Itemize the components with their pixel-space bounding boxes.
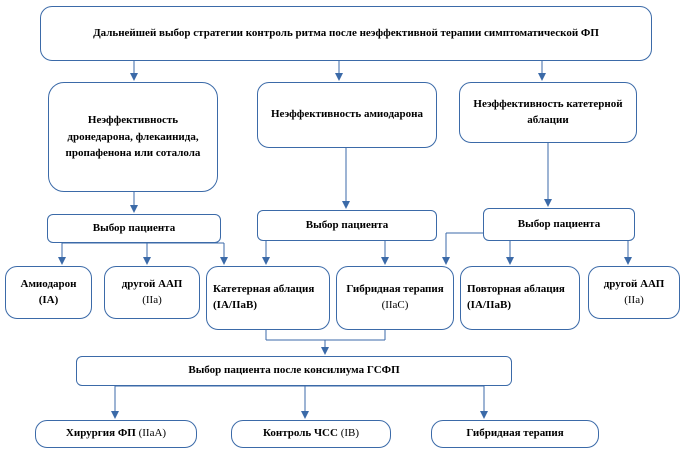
rate-control-text: Контроль ЧСС (IB)	[262, 427, 360, 440]
ineffective-amiodarone-box: Неэффективность амиодарона	[257, 82, 437, 148]
ineffective-class-ic-iii-box: Неэффективность дронедарона, флекаинида,…	[48, 82, 218, 192]
council-choice-box: Выбор пациента после консилиума ГСФП	[76, 356, 512, 386]
surgery-text: Хирургия ФП (IIaA)	[65, 427, 167, 440]
patient-choice-box-1: Выбор пациента	[47, 214, 221, 243]
top-strategy-box: Дальнейшей выбор стратегии контроль ритм…	[40, 6, 652, 61]
repeat-ablation-box: Повторная аблация (IA/IIaB)	[460, 266, 580, 330]
ineffective-amiodarone-text: Неэффективность амиодарона	[271, 108, 423, 121]
ineffective-ablation-box: Неэффективность катетерной аблации	[459, 82, 637, 143]
amiodarone-box: Амиодарон (IA)	[5, 266, 92, 319]
rate-control-box: Контроль ЧСС (IB)	[231, 420, 391, 448]
ineffective-ablation-text: Неэффективность катетерной аблации	[473, 97, 623, 126]
hybrid-therapy-mid-text: Гибридная терапия(IIaC)	[346, 283, 444, 311]
catheter-ablation-text: Катетерная аблация (IA/IIaB)	[213, 283, 315, 311]
ineffective-class-ic-iii-text: Неэффективность дронедарона, флекаинида,…	[65, 114, 201, 160]
patient-choice-box-3: Выбор пациента	[483, 208, 635, 241]
top-strategy-text: Дальнейшей выбор стратегии контроль ритм…	[93, 26, 599, 39]
other-aap-text-1: другой ААП (IIa)	[121, 277, 183, 306]
repeat-ablation-text: Повторная аблация (IA/IIaB)	[467, 283, 565, 311]
hybrid-therapy-final-text: Гибридная терапия	[466, 427, 564, 440]
patient-choice-box-2: Выбор пациента	[257, 210, 437, 241]
other-aap-text-2: другой ААП (IIa)	[603, 277, 665, 306]
patient-choice-text-2: Выбор пациента	[305, 218, 389, 231]
hybrid-therapy-mid-box: Гибридная терапия(IIaC)	[336, 266, 454, 330]
patient-choice-text-1: Выбор пациента	[92, 221, 176, 234]
other-aap-box-2: другой ААП (IIa)	[588, 266, 680, 319]
catheter-ablation-box: Катетерная аблация (IA/IIaB)	[206, 266, 330, 330]
patient-choice-text-3: Выбор пациента	[517, 217, 601, 230]
amiodarone-text: Амиодарон (IA)	[20, 277, 77, 306]
council-choice-text: Выбор пациента после консилиума ГСФП	[188, 364, 400, 377]
hybrid-therapy-final-box: Гибридная терапия	[431, 420, 599, 448]
other-aap-box-1: другой ААП (IIa)	[104, 266, 200, 319]
surgery-box: Хирургия ФП (IIaA)	[35, 420, 197, 448]
